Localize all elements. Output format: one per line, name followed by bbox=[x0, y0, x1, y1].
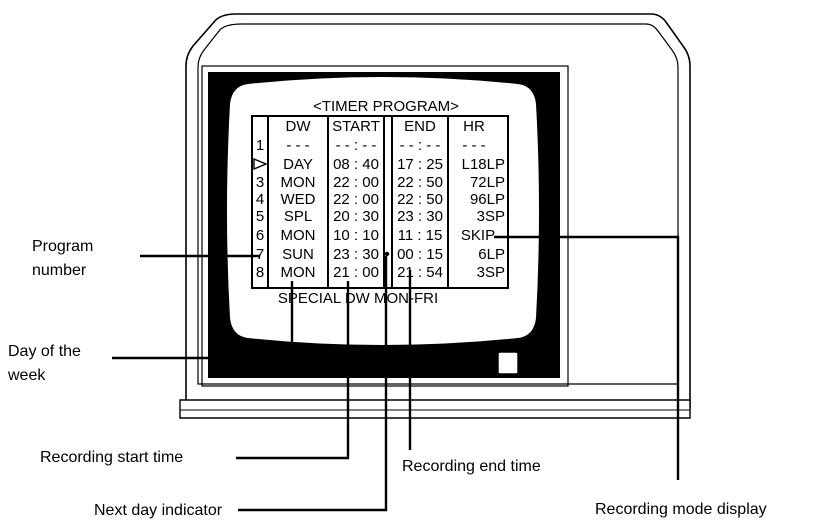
cursor-triangle-icon bbox=[253, 157, 268, 171]
row-dw: MON bbox=[281, 227, 316, 244]
callout-day-of-week-line1: Day of the bbox=[8, 343, 81, 360]
callout-next-day: Next day indicator bbox=[94, 502, 223, 519]
row-start: 21 : 00 bbox=[333, 264, 379, 281]
program-table-frame bbox=[251, 115, 509, 289]
row-number: 5 bbox=[256, 208, 264, 225]
callout-day-of-week-line2: week bbox=[7, 367, 46, 384]
row-dw: MON bbox=[281, 174, 316, 191]
callout-end-time: Recording end time bbox=[402, 458, 541, 475]
callout-start-time: Recording start time bbox=[40, 449, 183, 466]
row-dw: - - - bbox=[286, 137, 309, 154]
row-start: 22 : 00 bbox=[333, 174, 379, 191]
row-end: 21 : 54 bbox=[397, 264, 443, 281]
row-5: 5 SPL 20 : 30 23 : 30 3SP bbox=[256, 208, 505, 225]
row-end: 22 : 50 bbox=[397, 174, 443, 191]
next-day-dot bbox=[384, 251, 390, 257]
row-start: 20 : 30 bbox=[333, 208, 379, 225]
row-3: 3 MON 22 : 00 22 : 50 72LP bbox=[256, 174, 505, 191]
row-hr: SKIP bbox=[461, 227, 495, 244]
row-hr: 96LP bbox=[470, 191, 505, 208]
row-4: 4 WED 22 : 00 22 : 50 96LP bbox=[256, 191, 505, 208]
row-start: 10 : 10 bbox=[333, 227, 379, 244]
callout-program-number-line1: Program bbox=[32, 238, 93, 255]
row-dw: SUN bbox=[282, 246, 314, 263]
row-end: 11 : 15 bbox=[398, 227, 443, 244]
row-dw: SPL bbox=[284, 208, 312, 225]
header-start: START bbox=[332, 118, 380, 135]
header-hr: HR bbox=[463, 118, 485, 135]
row-hr: 72LP bbox=[470, 174, 505, 191]
row-hr: L18LP bbox=[462, 156, 505, 173]
row-hr: 3SP bbox=[477, 264, 505, 281]
row-start: 23 : 30 bbox=[333, 246, 379, 263]
row-number: 7 bbox=[256, 246, 264, 263]
row-hr: - - - bbox=[462, 137, 485, 154]
row-hr: 6LP bbox=[478, 246, 505, 263]
screen-title: <TIMER PROGRAM> bbox=[313, 98, 459, 115]
row-start: 22 : 00 bbox=[333, 191, 379, 208]
row-6: 6 MON 10 : 10 11 : 15 SKIP bbox=[256, 227, 495, 244]
header-end: END bbox=[404, 118, 436, 135]
row-start: - - : - - bbox=[336, 137, 377, 154]
row-dw: WED bbox=[281, 191, 316, 208]
row-end: 00 : 15 bbox=[397, 246, 443, 263]
row-end: 17 : 25 bbox=[397, 156, 443, 173]
row-number: 6 bbox=[256, 227, 264, 244]
callout-program-number-line2: number bbox=[32, 262, 87, 279]
row-1: 1 - - - - - : - - - - : - - - - - bbox=[256, 137, 486, 154]
row-2: DAY 08 : 40 17 : 25 L18LP bbox=[253, 156, 505, 173]
leader-lines bbox=[112, 235, 680, 512]
row-end: 23 : 30 bbox=[397, 208, 443, 225]
row-7: 7 SUN 23 : 30 00 : 15 6LP bbox=[256, 246, 505, 263]
header-dw: DW bbox=[286, 118, 312, 135]
row-end: 22 : 50 bbox=[397, 191, 443, 208]
callout-mode-display: Recording mode display bbox=[595, 501, 767, 518]
row-start: 08 : 40 bbox=[333, 156, 379, 173]
row-number: 8 bbox=[256, 264, 264, 281]
row-number: 1 bbox=[256, 137, 264, 154]
row-8: 8 MON 21 : 00 21 : 54 3SP bbox=[256, 264, 505, 281]
row-number: 3 bbox=[256, 174, 264, 191]
row-number: 4 bbox=[256, 191, 264, 208]
row-dw: DAY bbox=[283, 156, 313, 173]
screen-footer: SPECIAL DW MON-FRI bbox=[278, 290, 438, 307]
power-button[interactable] bbox=[497, 344, 519, 375]
row-end: - - : - - bbox=[400, 137, 441, 154]
row-hr: 3SP bbox=[477, 208, 505, 225]
row-dw: MON bbox=[281, 264, 316, 281]
